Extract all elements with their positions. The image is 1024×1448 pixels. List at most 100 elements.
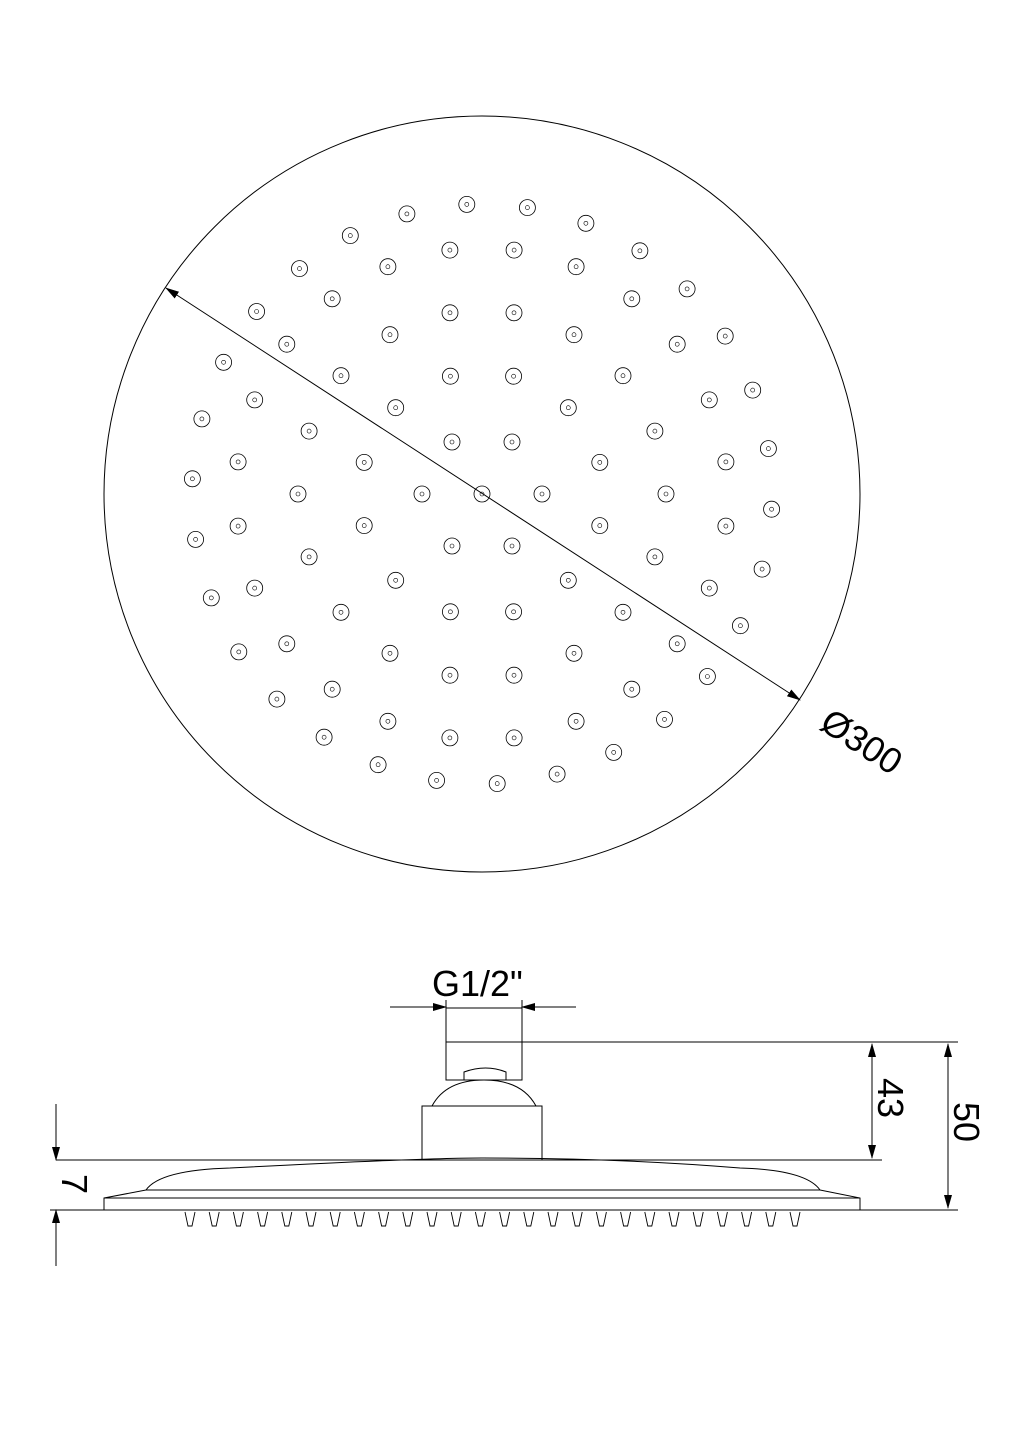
nozzle <box>646 422 664 440</box>
nozzle-hole <box>662 717 667 722</box>
nozzle-hole <box>511 373 516 379</box>
nozzle <box>248 303 266 320</box>
nozzle-hole <box>375 762 381 768</box>
nozzle <box>505 729 523 747</box>
nozzle-hole <box>565 577 571 583</box>
nozzle <box>488 775 506 792</box>
nozzle <box>519 199 536 217</box>
nozzle-hole <box>199 416 205 422</box>
nozzle <box>717 517 735 535</box>
nozzle-hole <box>674 341 680 347</box>
nozzle <box>278 335 296 353</box>
nozzle <box>763 500 780 518</box>
nozzle <box>441 241 459 259</box>
nozzle-hole <box>511 609 516 615</box>
nozzle-hole <box>284 341 290 347</box>
nozzle <box>744 381 762 399</box>
nozzle <box>381 644 399 662</box>
side-nozzle <box>571 1211 583 1227</box>
nozzle-hole <box>511 735 517 741</box>
nozzle <box>503 433 521 451</box>
side-nozzle <box>692 1211 704 1227</box>
swivel-collar <box>445 1041 523 1081</box>
nozzle <box>716 327 734 345</box>
nozzle-hole <box>347 233 353 238</box>
nozzle <box>505 241 523 259</box>
nozzle-hole <box>306 428 312 434</box>
plate-body <box>103 1189 861 1211</box>
nozzle <box>458 195 476 213</box>
nozzle-hole <box>722 333 728 339</box>
nozzle <box>229 453 247 471</box>
nozzle <box>656 711 673 728</box>
nozzle <box>505 367 522 385</box>
nozzle-hole <box>419 491 425 497</box>
nozzle <box>246 391 264 409</box>
nozzle-hole <box>611 750 617 755</box>
nozzle-hole <box>766 446 771 451</box>
nozzle <box>441 603 459 621</box>
nozzle-grid <box>183 195 780 792</box>
nozzle <box>533 485 551 503</box>
nozzle-hole <box>511 247 517 253</box>
nozzle <box>614 603 632 621</box>
nozzle <box>717 453 735 471</box>
side-nozzle <box>208 1211 220 1227</box>
nozzle-hole <box>361 460 367 465</box>
nozzle <box>577 214 595 232</box>
nozzle <box>230 643 248 661</box>
nozzle <box>567 258 585 276</box>
nozzle-hole <box>629 686 635 692</box>
side-nozzle-row <box>184 1211 801 1227</box>
nozzle-hole <box>235 523 241 529</box>
nozzle <box>441 304 459 322</box>
nozzle-hole <box>252 397 257 403</box>
thread-label: G1/2" <box>432 963 523 1004</box>
nozzle-hole <box>652 554 658 560</box>
nozzle-hole <box>447 672 453 678</box>
nozzle <box>289 485 307 503</box>
nozzle-hole <box>769 506 774 512</box>
nozzle <box>505 603 522 621</box>
nozzle-hole <box>637 248 643 254</box>
nozzle <box>332 367 350 385</box>
nozzle-hole <box>573 264 579 270</box>
nozzle-hole <box>448 609 453 615</box>
side-nozzle <box>523 1211 535 1227</box>
nozzle-hole <box>447 735 453 741</box>
nozzle-hole <box>738 623 743 629</box>
nozzle <box>631 242 649 260</box>
nozzle-hole <box>449 543 455 549</box>
nozzle-hole <box>252 585 257 591</box>
side-nozzle <box>741 1211 753 1227</box>
nozzle <box>315 728 333 746</box>
side-nozzle <box>402 1211 414 1227</box>
nozzle-hole <box>338 373 344 379</box>
nozzle-hole <box>663 491 669 497</box>
nozzle <box>428 772 446 789</box>
nozzle <box>341 227 359 245</box>
nozzle <box>229 517 247 535</box>
nozzle <box>559 399 577 417</box>
nozzle <box>291 260 308 278</box>
nozzle <box>187 531 205 548</box>
nozzle <box>646 548 664 566</box>
nozzle-hole <box>509 439 515 445</box>
nozzle-hole <box>539 491 545 497</box>
side-nozzle <box>353 1211 365 1227</box>
side-nozzle <box>426 1211 438 1227</box>
side-nozzle <box>547 1211 559 1227</box>
nozzle-hole <box>554 771 560 777</box>
nozzle <box>605 744 623 761</box>
nozzle-hole <box>329 686 335 692</box>
side-nozzle <box>765 1211 777 1227</box>
nozzle <box>760 440 777 458</box>
nozzle <box>387 399 405 417</box>
nozzle-hole <box>723 459 729 465</box>
nozzle <box>300 422 318 440</box>
nozzle <box>441 367 459 385</box>
nozzle-hole <box>274 696 280 702</box>
nozzle <box>700 579 718 597</box>
nozzle <box>193 410 211 428</box>
